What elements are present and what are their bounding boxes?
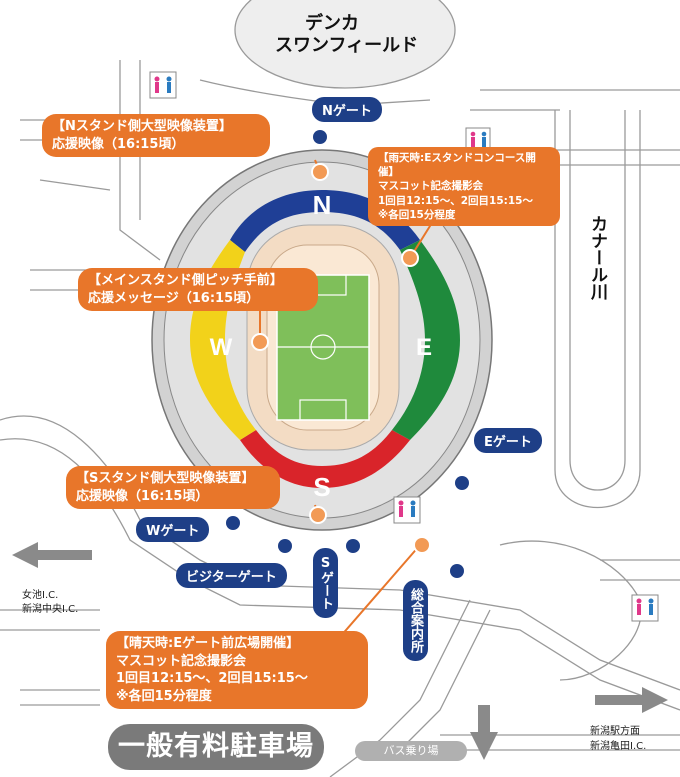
location-marker-icon xyxy=(401,249,419,267)
callout-fine-title: 【晴天時:Eゲート前広場開催】 xyxy=(116,636,300,651)
bus-stop-label: バス乗り場 xyxy=(355,741,467,761)
stand-label-west: W xyxy=(210,334,233,361)
callout-s-screen: 【Sスタンド側大型映像装置】 応援映像（16:15頃） xyxy=(66,466,280,510)
stadium xyxy=(151,149,493,531)
north-gate-label: Nゲート xyxy=(312,97,382,122)
stand-label-north: N xyxy=(313,190,332,220)
callout-rain-line3: ※各回15分程度 xyxy=(378,208,456,221)
callout-rain-line2: 1回目12:15～、2回目15:15～ xyxy=(378,194,533,207)
callout-fine-line1: マスコット記念撮影会 xyxy=(116,653,247,669)
stand-label-south: S xyxy=(313,472,330,502)
callout-s-screen-line1: 応援映像（16:15頃） xyxy=(76,488,209,504)
event-spots xyxy=(251,163,431,554)
location-marker-icon xyxy=(251,333,269,351)
callout-main-pitch-line1: 応援メッセージ（16:15頃） xyxy=(88,290,260,306)
visitor-gate-label: ビジターゲート xyxy=(176,563,287,588)
callout-s-screen-title: 【Sスタンド側大型映像装置】 xyxy=(76,471,255,486)
stand-label-east: E xyxy=(416,334,432,361)
gate-markers xyxy=(226,130,469,578)
parking-label: 一般有料駐車場 xyxy=(108,724,324,770)
venue-name-line1: デンカ xyxy=(305,13,359,34)
arrow-icon xyxy=(12,542,668,760)
callout-rain-title: 【雨天時:Eスタンドコンコース開催】 xyxy=(378,152,536,179)
callout-n-screen-title: 【Nスタンド側大型映像装置】 xyxy=(52,119,232,134)
direction-east-line2: 新潟亀田I.C. xyxy=(590,741,647,752)
location-marker-icon xyxy=(413,536,431,554)
restroom-icon xyxy=(631,594,659,622)
south-stand xyxy=(240,430,410,488)
east-stand xyxy=(392,240,460,440)
restroom-icon xyxy=(149,71,177,99)
venue-name-line2: スワンフィールド xyxy=(275,35,419,56)
callout-fine-line2: 1回目12:15～、2回目15:15～ xyxy=(116,671,308,687)
swan-field xyxy=(234,0,456,89)
restroom-icon xyxy=(393,496,421,524)
callout-rain-line1: マスコット記念撮影会 xyxy=(378,180,483,193)
callout-n-screen: 【Nスタンド側大型映像装置】 応援映像（16:15頃） xyxy=(42,114,270,158)
direction-west-line2: 新潟中央I.C. xyxy=(22,604,79,615)
direction-west-line1: 女池I.C. xyxy=(22,590,59,601)
west-gate-label: Wゲート xyxy=(136,517,210,542)
east-gate-label: Eゲート xyxy=(474,428,542,453)
south-gate-label: Sゲート xyxy=(313,548,338,618)
callout-fine: 【晴天時:Eゲート前広場開催】 マスコット記念撮影会 1回目12:15～、2回目… xyxy=(106,631,368,710)
location-marker-icon xyxy=(309,506,327,524)
direction-east-line1: 新潟駅方面 xyxy=(590,726,640,737)
callout-main-pitch: 【メインスタンド側ピッチ手前】 応援メッセージ（16:15頃） xyxy=(78,268,318,312)
callout-fine-line3: ※各回15分程度 xyxy=(116,688,212,704)
callout-main-pitch-title: 【メインスタンド側ピッチ手前】 xyxy=(88,273,283,288)
info-center-label: 総合案内所 xyxy=(403,580,428,661)
location-marker-icon xyxy=(311,163,329,181)
river-label: カナール川 xyxy=(587,215,607,300)
callout-rain: 【雨天時:Eスタンドコンコース開催】 マスコット記念撮影会 1回目12:15～、… xyxy=(368,147,560,226)
callout-n-screen-line1: 応援映像（16:15頃） xyxy=(52,136,185,152)
